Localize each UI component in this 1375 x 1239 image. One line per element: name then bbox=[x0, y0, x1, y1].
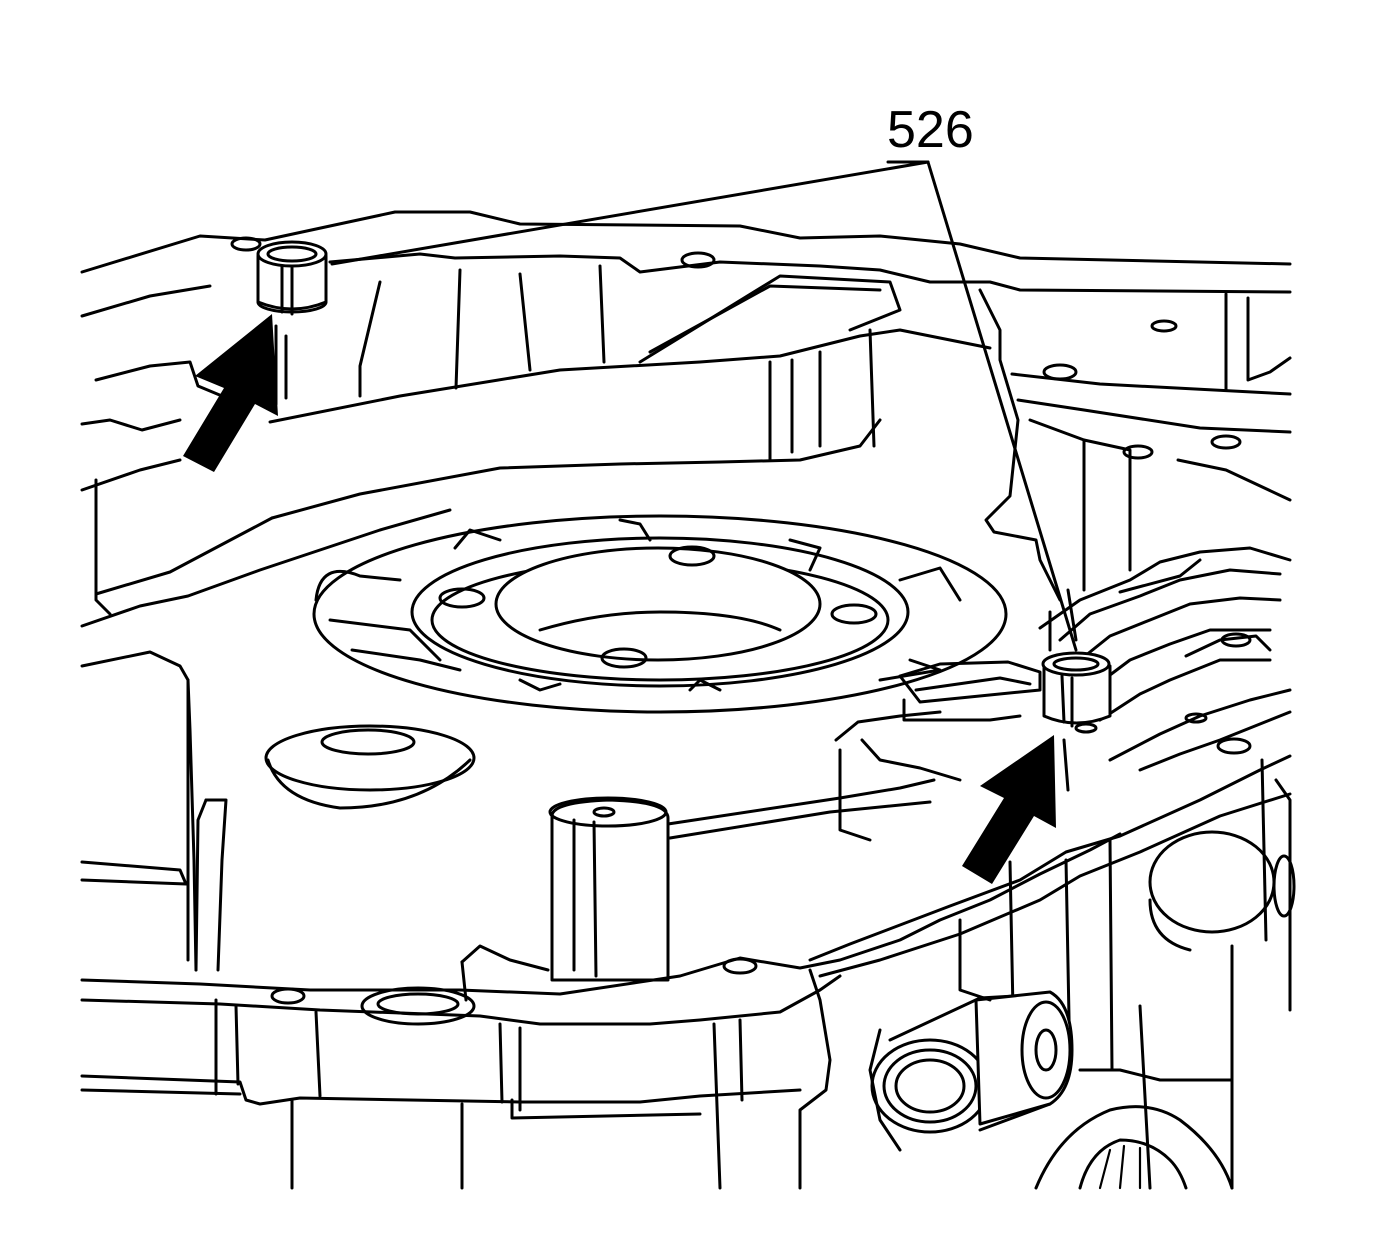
case-bottom-flange bbox=[80, 832, 1122, 1190]
left-dowel-pin bbox=[256, 240, 328, 406]
case-output-port bbox=[868, 918, 1234, 1190]
valve-body-area bbox=[834, 546, 1292, 842]
callout-leader-lines bbox=[330, 160, 1078, 652]
case-pan-rail bbox=[80, 210, 1292, 628]
left-pointer-arrow bbox=[183, 314, 278, 472]
case-boss bbox=[460, 778, 936, 1002]
center-support-bore bbox=[312, 514, 1008, 714]
callout-label: 526 bbox=[887, 101, 974, 159]
case-right-flange bbox=[808, 754, 1296, 1190]
case-cross-web bbox=[94, 264, 1292, 602]
right-pointer-arrow bbox=[962, 735, 1056, 884]
right-dowel-pin bbox=[1041, 651, 1112, 792]
case-left-wall bbox=[80, 650, 476, 972]
